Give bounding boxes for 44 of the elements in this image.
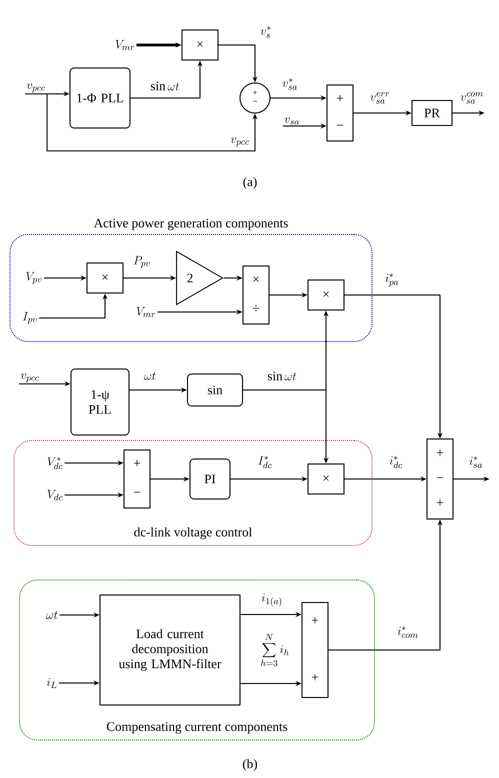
edge-label: $P_{pv}$ <box>132 255 152 269</box>
summing-block: + + <box>302 602 328 698</box>
summing-block: + − + <box>426 438 454 520</box>
edge-label: $v_{sa}^{err}$ <box>369 91 391 105</box>
sine-block: sin <box>187 374 243 406</box>
input-label: $V_{dc}$ <box>48 490 63 500</box>
pi-controller-block: PI <box>190 458 230 500</box>
input-label: $V_{mr}$ <box>136 307 156 318</box>
edge-label: $I_{dc}^{*}$ <box>256 454 274 470</box>
edge-label: $\omega t$ <box>143 371 157 381</box>
input-label: $v_{pcc}$ <box>20 374 39 382</box>
decomposition-block: Load current decomposition using LMMN-filter <box>100 594 240 706</box>
edge-label: $v_{sa}^{*}$ <box>281 77 299 91</box>
multiplier-block: × <box>308 280 344 310</box>
summing-block: + − <box>326 84 354 142</box>
multiplier-block: × <box>182 30 218 60</box>
pll-block: 1-Φ PLL <box>70 68 130 128</box>
edge-label: $i_{com}^{*}$ <box>396 625 420 639</box>
input-label: $V_{mr}$ <box>116 40 134 50</box>
panel-caption: (b) <box>242 759 258 771</box>
edge-label: $v_{pcc}$ <box>230 136 250 148</box>
input-label: $\omega t$ <box>46 611 58 619</box>
input-label: $i_{L}$ <box>46 678 57 688</box>
panel-caption: (a) <box>243 177 257 189</box>
input-label: $I_{pv}$ <box>22 312 37 324</box>
pr-controller-block: PR <box>412 100 452 126</box>
edge-label: $v_{sa}^{com}$ <box>459 91 485 105</box>
divider-block: × ÷ <box>242 266 270 324</box>
edge-label: $i_{sa}^{*}$ <box>468 455 484 469</box>
edge-label: $i_{1(a)}$ <box>260 592 284 608</box>
input-label: $v_{sa}$ <box>284 117 299 125</box>
input-label: $V_{pv}$ <box>26 272 42 284</box>
summing-junction: + − <box>240 82 270 114</box>
edge-label: $i_{dc}^{*}$ <box>388 454 404 470</box>
edge-label: $\sin\omega t$ <box>266 370 298 382</box>
input-label: $v_{pcc}$ <box>26 84 45 92</box>
input-label: $V_{dc}^{*}$ <box>48 456 63 470</box>
edge-label: $\sum_{h=3}^{N} i_{h}$ <box>260 632 290 668</box>
multiplier-block: × <box>86 262 124 294</box>
multiplier-block: × <box>308 464 344 494</box>
pll-block: 1-ψ PLL <box>70 368 130 436</box>
edge-label: $v_{s}^{*}$ <box>259 25 273 39</box>
edge-label: $i_{pa}^{*}$ <box>384 272 400 288</box>
edge-label: $\sin\omega t$ <box>149 80 181 92</box>
